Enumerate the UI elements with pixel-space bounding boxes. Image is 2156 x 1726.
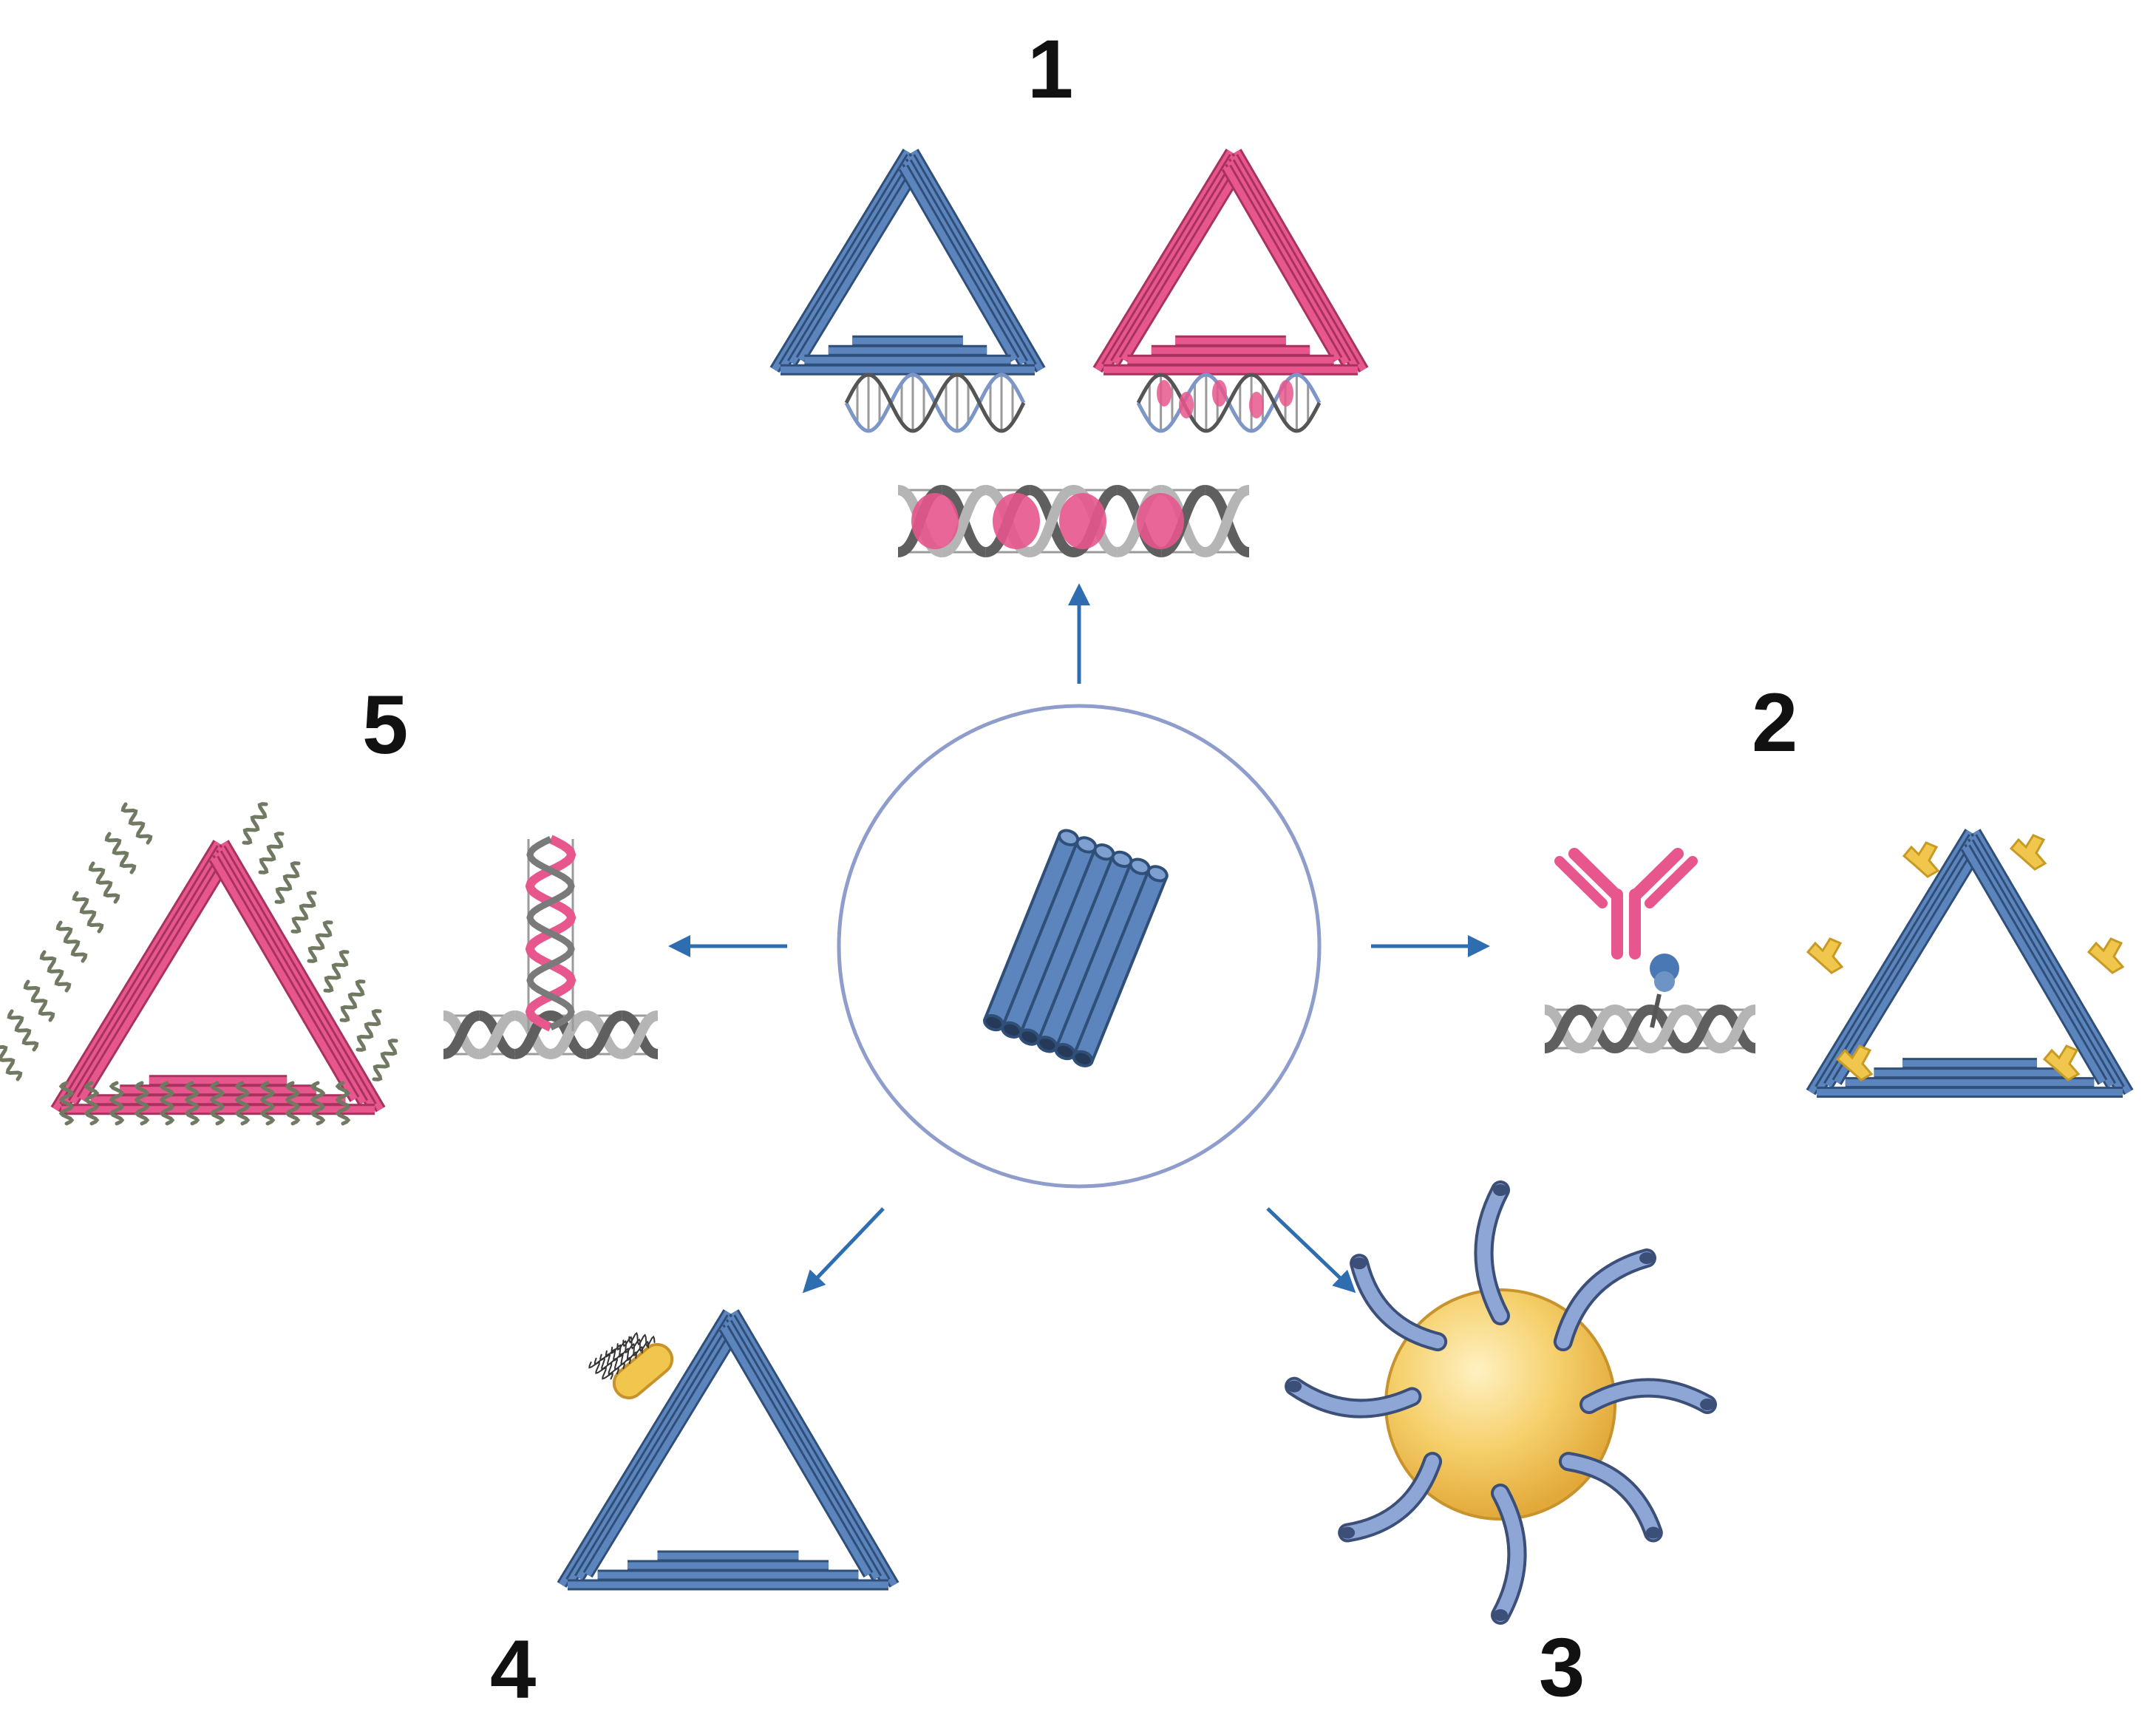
bacterium-icon <box>588 1331 674 1400</box>
gold-antibody-marker-icon <box>1835 1044 1874 1081</box>
center-circle <box>837 704 1322 1189</box>
bacterium-on-triangle-icon <box>557 1309 900 1591</box>
panel-label-1: 1 <box>1027 23 1074 115</box>
dna-double-helix-icon <box>844 373 1026 433</box>
gold-antibody-marker-icon <box>1902 841 1940 878</box>
pink-triangle-origami-icon <box>1092 149 1369 376</box>
arrow-to-panel-4 <box>802 1207 885 1294</box>
dna-helix-icon <box>442 1010 659 1059</box>
blue-triangle-origami-icon <box>769 149 1046 376</box>
pink-helix-strand-icon <box>525 835 577 1032</box>
panel-label-3: 3 <box>1539 1621 1585 1713</box>
dna-helix-icon <box>1543 1005 1757 1053</box>
dna-origami-nanotube-icon <box>982 829 1169 1067</box>
arrow-to-panel-3 <box>1266 1207 1356 1294</box>
dna-helix-pink-drug-icon <box>897 485 1251 557</box>
intercalated-dna-helix-icon <box>1136 373 1322 433</box>
panel-label-2: 2 <box>1752 676 1798 769</box>
gold-antibody-marker-icon <box>2009 834 2047 871</box>
gold-antibody-marker-icon <box>2087 937 2125 974</box>
gold-antibody-marker-icon <box>1806 937 1844 974</box>
panel-label-4: 4 <box>490 1623 537 1716</box>
panel-label-5: 5 <box>362 679 409 771</box>
gold-antibody-marker-icon <box>2042 1044 2081 1081</box>
antibody-decorated-triangle-icon <box>1806 829 2134 1098</box>
antibody-icon <box>1554 848 1698 1028</box>
gold-nanoparticle-with-strands-icon <box>1285 1180 1717 1625</box>
pink-triangle-with-strands-icon <box>0 802 398 1126</box>
